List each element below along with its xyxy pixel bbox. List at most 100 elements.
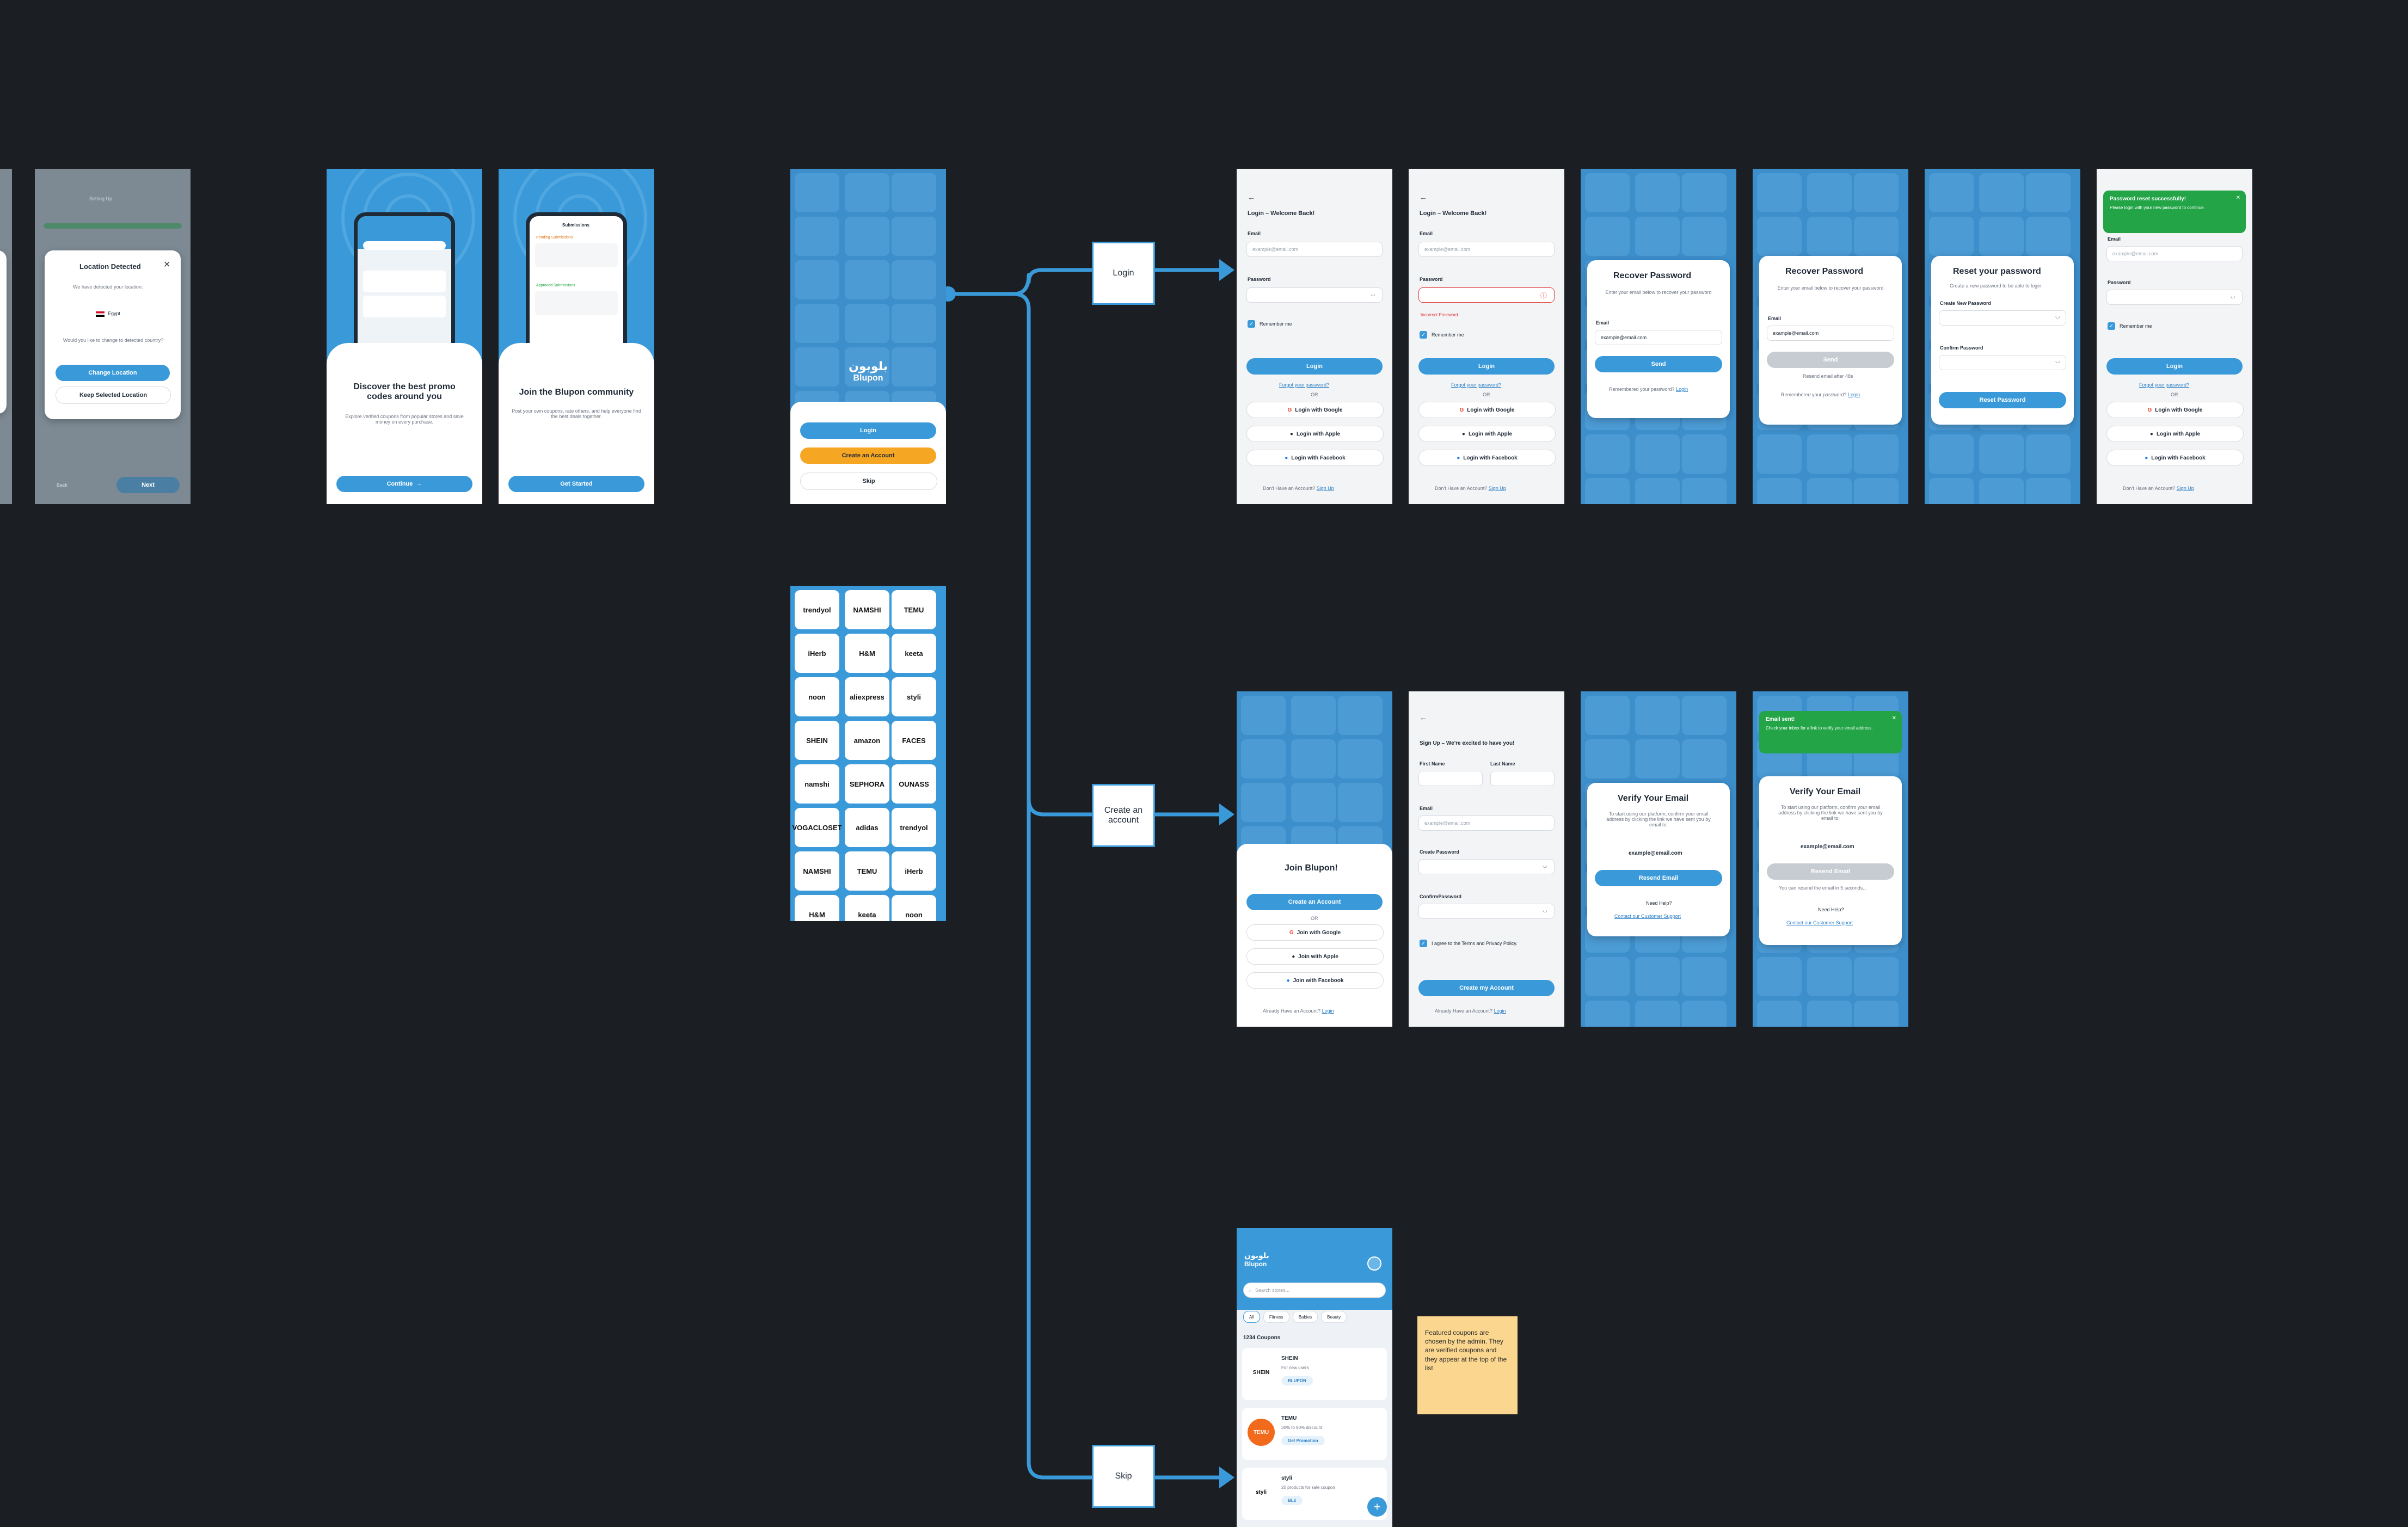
facebook-join-button[interactable]: ●Join with Facebook <box>1246 972 1384 989</box>
confirm-password-label: Confirm Password <box>1940 345 1983 351</box>
apple-login-button[interactable]: ●Login with Apple <box>1246 426 1384 442</box>
store-tile: TEMU <box>845 851 889 891</box>
resend-email-button[interactable]: Resend Email <box>1595 870 1722 886</box>
remember-checkbox[interactable]: ✓ <box>1420 331 1427 339</box>
eye-icon[interactable]: ◡ <box>2055 314 2060 320</box>
close-icon[interactable]: ✕ <box>2235 195 2240 201</box>
email-input[interactable]: example@email.com <box>1418 242 1555 257</box>
store-tile: keeta <box>845 895 889 921</box>
continue-button[interactable]: Continue → <box>336 476 472 492</box>
skip-button[interactable]: Skip <box>800 473 937 490</box>
location-dialog: Location Detected ✕ We have detected you… <box>45 250 181 419</box>
coupon-code[interactable]: BL2 <box>1281 1496 1303 1505</box>
apple-login-button[interactable]: ●Login with Apple <box>2106 426 2244 442</box>
email-input[interactable]: example@email.com <box>2106 246 2243 261</box>
eye-icon[interactable]: ◡ <box>2055 358 2060 364</box>
email-input[interactable]: example@email.com <box>1767 326 1894 341</box>
create-password-input[interactable] <box>1418 859 1555 874</box>
apple-login-button[interactable]: ●Login with Apple <box>1418 426 1556 442</box>
last-name-input[interactable] <box>1490 771 1555 786</box>
password-input-error[interactable] <box>1418 287 1555 303</box>
close-icon[interactable]: ✕ <box>163 260 171 269</box>
keep-location-button[interactable]: Keep Selected Location <box>56 387 171 404</box>
change-location-button[interactable]: Change Location <box>56 365 170 381</box>
search-input[interactable]: ⌕Search stores... <box>1243 1283 1386 1298</box>
close-icon[interactable]: ✕ <box>1891 715 1896 721</box>
back-arrow-icon[interactable]: ← <box>1248 193 1255 201</box>
store-tile <box>1757 478 1802 504</box>
facebook-login-button[interactable]: ●Login with Facebook <box>2106 450 2244 466</box>
get-started-button[interactable]: Get Started <box>508 476 644 492</box>
signup-link[interactable]: Sign Up <box>1316 486 1334 491</box>
profile-icon[interactable] <box>1367 1256 1381 1271</box>
confirm-password-input[interactable] <box>1418 904 1555 919</box>
password-input[interactable] <box>2106 290 2243 305</box>
create-account-button[interactable]: Create an Account <box>800 447 936 464</box>
login-submit-button[interactable]: Login <box>1246 358 1383 375</box>
eye-icon[interactable]: ◡ <box>2231 293 2235 299</box>
login-link[interactable]: Login <box>1848 392 1860 397</box>
toast-body: Please login with your new password to c… <box>2110 205 2205 210</box>
email-input[interactable]: example@email.com <box>1418 815 1555 831</box>
category-chip[interactable]: Babies <box>1292 1311 1318 1323</box>
signup-link[interactable]: Sign Up <box>1488 486 1506 491</box>
send-button[interactable]: Send <box>1595 356 1722 372</box>
password-input[interactable] <box>1246 287 1383 303</box>
store-tile: NAMSHI <box>795 851 839 891</box>
store-tile <box>1929 478 1974 504</box>
contact-support-link[interactable]: Contact our Customer Support <box>1786 920 1853 925</box>
reset-password-button[interactable]: Reset Password <box>1939 392 2066 408</box>
back-button[interactable]: Back <box>57 482 68 488</box>
first-name-input[interactable] <box>1418 771 1483 786</box>
coupon-code[interactable]: Get Promotion <box>1281 1436 1325 1445</box>
add-fab-button[interactable]: + <box>1367 1497 1387 1517</box>
coupon-code[interactable]: BLUPON <box>1281 1376 1313 1385</box>
forgot-password-link[interactable]: Forgot your password? <box>1279 382 1330 388</box>
create-account-button[interactable]: Create an Account <box>1246 894 1383 910</box>
store-tile <box>1682 696 1727 735</box>
facebook-login-button[interactable]: ●Login with Facebook <box>1246 450 1384 466</box>
store-tile <box>795 260 839 299</box>
category-chip[interactable]: Beauty <box>1321 1311 1347 1323</box>
next-button[interactable]: Next <box>116 477 180 493</box>
eye-icon[interactable]: ◡ <box>1543 863 1547 869</box>
eye-icon[interactable]: ◡ <box>1371 291 1375 297</box>
terms-checkbox[interactable]: ✓ <box>1420 940 1427 947</box>
email-input[interactable]: example@email.com <box>1246 242 1383 257</box>
remember-checkbox[interactable]: ✓ <box>1248 320 1255 328</box>
login-link[interactable]: Login <box>1676 387 1688 392</box>
create-my-account-button[interactable]: Create my Account <box>1418 980 1555 996</box>
login-button[interactable]: Login <box>800 422 936 439</box>
facebook-login-button[interactable]: ●Login with Facebook <box>1418 450 1556 466</box>
back-arrow-icon[interactable]: ← <box>1420 713 1427 722</box>
email-input[interactable]: example@email.com <box>1595 330 1722 345</box>
back-arrow-icon[interactable]: ← <box>1420 193 1427 201</box>
need-help-label: Need Help? <box>1646 900 1672 906</box>
contact-support-link[interactable]: Contact our Customer Support <box>1614 913 1681 919</box>
category-chip[interactable]: Fitness <box>1263 1311 1289 1323</box>
login-submit-button[interactable]: Login <box>2106 358 2243 375</box>
eye-icon[interactable]: ◡ <box>1543 907 1547 913</box>
apple-join-button[interactable]: ●Join with Apple <box>1246 948 1384 965</box>
forgot-password-link[interactable]: Forgot your password? <box>1451 382 1502 388</box>
forgot-password-link[interactable]: Forgot your password? <box>2139 382 2190 388</box>
google-icon: G <box>2147 407 2152 413</box>
reset-title: Reset your password <box>1953 267 2041 276</box>
login-link[interactable]: Login <box>1494 1008 1506 1014</box>
confirm-password-input[interactable] <box>1939 355 2066 370</box>
login-link[interactable]: Login <box>1322 1008 1334 1014</box>
store-tile <box>1682 478 1727 504</box>
signup-link[interactable]: Sign Up <box>2176 486 2194 491</box>
login-submit-button[interactable]: Login <box>1418 358 1555 375</box>
new-password-input[interactable] <box>1939 310 2066 326</box>
remember-checkbox[interactable]: ✓ <box>2108 322 2115 330</box>
store-tile <box>1854 217 1899 256</box>
category-chip[interactable]: All <box>1243 1311 1260 1323</box>
